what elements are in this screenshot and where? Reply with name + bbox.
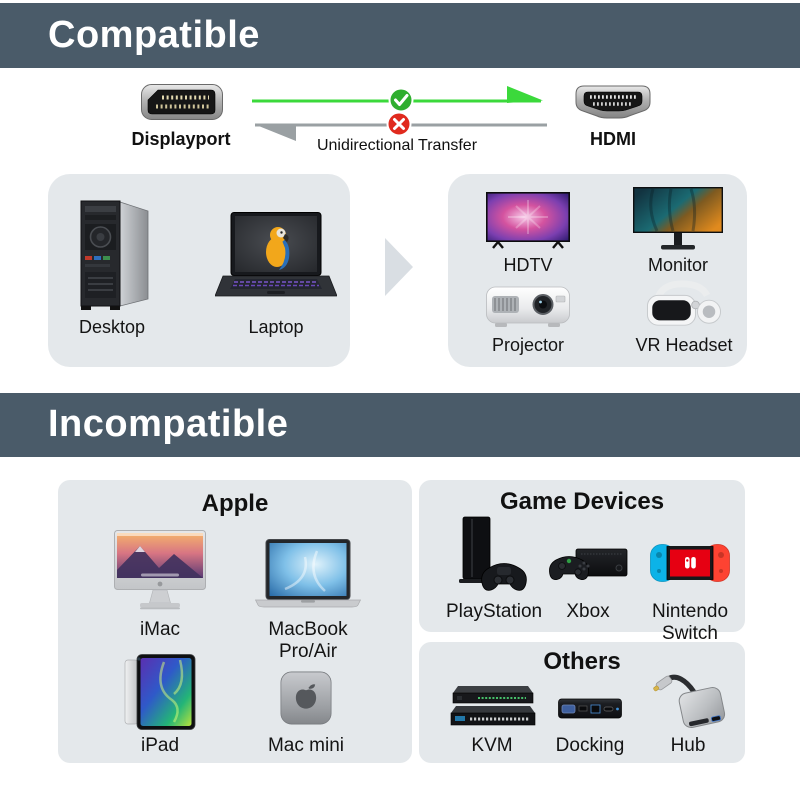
vr-headset-label: VR Headset <box>635 335 733 355</box>
cross-icon <box>386 111 412 137</box>
laptop-image <box>208 192 344 312</box>
kvm-image <box>444 678 540 730</box>
ipad-cell: iPad <box>116 652 204 757</box>
xbox-cell: Xbox <box>542 514 634 623</box>
ipad-image <box>116 652 204 730</box>
docking-cell: Docking <box>548 678 632 757</box>
monitor-cell: Monitor <box>628 186 728 276</box>
docking-label: Docking <box>555 735 625 756</box>
projector-cell: Projector <box>480 282 576 356</box>
xbox-image <box>542 514 634 596</box>
kvm-cell: KVM <box>444 678 540 757</box>
desktop-label: Desktop <box>78 317 146 337</box>
switch-label: Nintendo Switch <box>651 601 729 644</box>
monitor-image <box>628 186 728 250</box>
mac-mini-image <box>258 652 354 730</box>
docking-image <box>548 678 632 730</box>
projector-image <box>480 282 576 330</box>
macbook-cell: MacBook Pro/Air <box>248 528 368 663</box>
transfer-caption: Unidirectional Transfer <box>316 137 478 154</box>
check-icon <box>388 87 414 113</box>
hub-cell: Hub <box>638 668 738 757</box>
ipad-label: iPad <box>140 735 180 756</box>
playstation-cell: PlayStation <box>446 514 543 623</box>
incompatible-title: Incompatible <box>48 403 289 445</box>
imac-cell: iMac <box>108 528 212 641</box>
hub-label: Hub <box>670 735 706 756</box>
macbook-image <box>248 528 368 614</box>
mac-mini-cell: Mac mini <box>258 652 354 757</box>
hdmi-label: HDMI <box>590 129 636 149</box>
projector-label: Projector <box>491 335 565 355</box>
others-title: Others <box>543 648 621 675</box>
compatible-title: Compatible <box>48 14 260 56</box>
flow-arrow-icon <box>385 238 413 296</box>
apple-title: Apple <box>201 490 269 517</box>
imac-label: iMac <box>139 619 181 640</box>
compatible-sources-panel: Desktop <box>48 174 350 367</box>
playstation-label: PlayStation <box>446 601 543 622</box>
monitor-label: Monitor <box>647 255 709 275</box>
game-devices-panel: Game Devices PlayStation <box>419 480 745 644</box>
switch-cell: Nintendo Switch <box>642 514 738 645</box>
displayport-connector-icon <box>141 84 223 120</box>
xbox-label: Xbox <box>566 601 610 622</box>
hub-image <box>638 668 738 730</box>
imac-image <box>108 528 212 614</box>
vr-headset-image <box>632 280 736 330</box>
game-devices-title: Game Devices <box>499 488 665 515</box>
hdtv-cell: HDTV <box>478 190 578 276</box>
displayport-label: Displayport <box>131 129 231 149</box>
hdtv-image <box>478 190 578 250</box>
apple-panel: Apple <box>58 480 412 763</box>
compatible-banner: Compatible <box>0 3 800 68</box>
laptop-label: Laptop <box>248 317 304 337</box>
compatible-targets-panel: HDTV Monitor <box>448 174 747 367</box>
hdtv-label: HDTV <box>503 255 553 275</box>
vr-headset-cell: VR Headset <box>632 280 736 356</box>
playstation-image <box>446 514 538 596</box>
switch-image <box>642 514 738 596</box>
incompatible-banner: Incompatible <box>0 393 800 457</box>
kvm-label: KVM <box>471 735 513 756</box>
macbook-label: MacBook Pro/Air <box>268 619 348 662</box>
transfer-diagram <box>250 83 550 147</box>
hdmi-connector-icon <box>575 84 651 122</box>
others-panel: Others KVM <box>419 642 745 763</box>
mac-mini-label: Mac mini <box>267 735 344 756</box>
desktop-cell: Desktop <box>62 192 162 338</box>
desktop-image <box>62 192 162 312</box>
laptop-cell: Laptop <box>208 192 344 338</box>
